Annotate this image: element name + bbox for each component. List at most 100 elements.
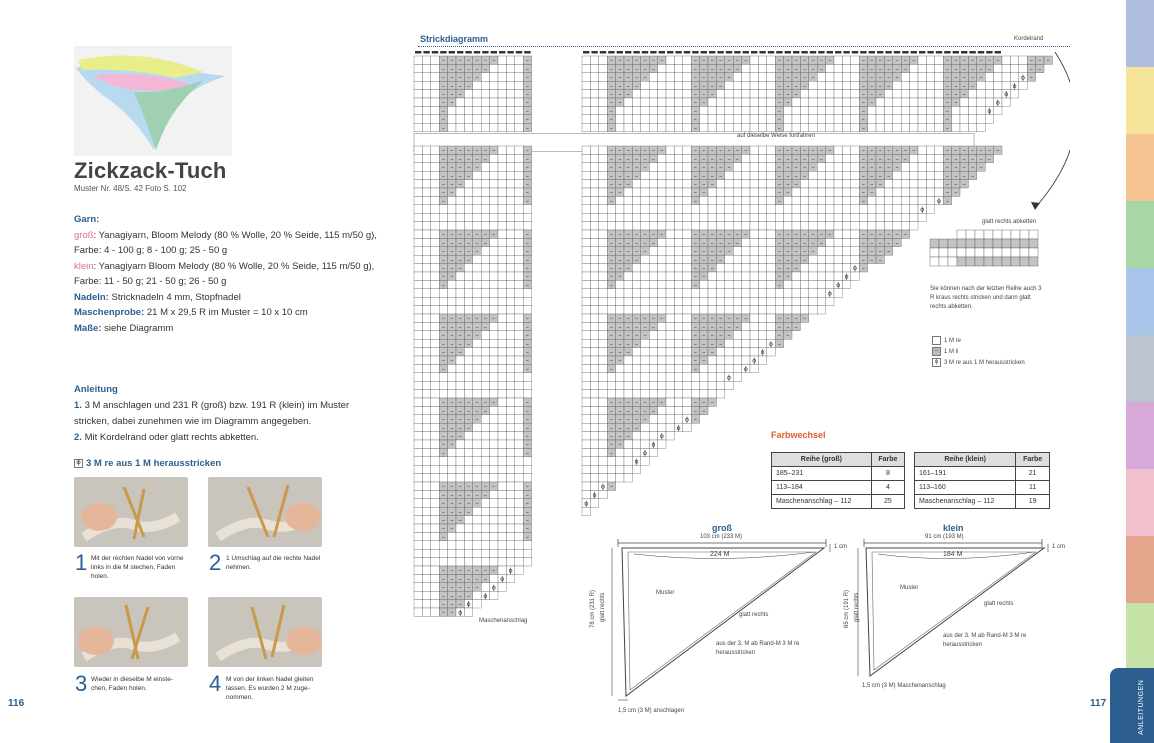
chart-cell — [993, 145, 1003, 155]
chart-symbol: – — [694, 349, 697, 356]
chart-cell — [413, 565, 423, 575]
chart-cell — [909, 114, 919, 124]
chart-cell — [758, 179, 767, 189]
chart-cell — [649, 347, 658, 357]
chart-cell — [682, 213, 692, 222]
chart-cell — [775, 339, 784, 348]
chart-cell — [800, 97, 809, 107]
chart-cell — [665, 364, 675, 373]
chart-symbol: – — [635, 66, 638, 73]
chart-symbol: – — [627, 316, 630, 323]
side-tab[interactable] — [1126, 603, 1154, 670]
chart-symbol: – — [526, 240, 529, 247]
chart-symbol: – — [476, 500, 479, 507]
chart-cell — [917, 187, 927, 197]
chart-cell — [497, 397, 507, 407]
chart-symbol: – — [459, 500, 462, 507]
chart-symbol: – — [711, 83, 714, 90]
chart-cell — [481, 473, 490, 483]
chart-cell — [741, 322, 751, 331]
chart-cell — [472, 114, 482, 124]
chart-cell — [523, 204, 532, 214]
chart-cell — [581, 72, 591, 82]
gross-label: groß — [74, 229, 94, 241]
side-tab[interactable] — [1126, 335, 1154, 402]
chart-symbol: – — [526, 58, 529, 65]
chart-cell — [430, 448, 440, 457]
chart-cell — [497, 498, 507, 508]
chart-symbol: – — [728, 324, 731, 331]
chart-cell — [859, 213, 868, 222]
chart-cell — [581, 364, 591, 373]
chart-symbol: – — [484, 232, 487, 239]
chart-cell — [590, 145, 599, 155]
bindoff-cell — [974, 247, 985, 258]
side-tab[interactable] — [1126, 201, 1154, 268]
chart-cell — [506, 414, 515, 424]
chart-symbol: – — [442, 66, 445, 73]
chart-cell — [497, 448, 507, 457]
chart-cell — [758, 114, 767, 124]
chart-cell — [665, 263, 675, 273]
chart-cell — [632, 204, 641, 214]
chart-symbol: – — [618, 240, 621, 247]
side-tab[interactable] — [1126, 402, 1154, 469]
chart-cell — [413, 574, 423, 583]
kordelrand-mark — [826, 51, 833, 54]
chart-cell — [741, 89, 751, 99]
kordelrand-mark — [457, 51, 464, 54]
side-tab[interactable] — [1126, 536, 1154, 603]
chart-cell — [590, 162, 599, 172]
side-tab[interactable] — [1126, 134, 1154, 201]
chart-cell — [758, 255, 767, 264]
chart-cell — [926, 81, 935, 90]
chart-cell — [640, 456, 650, 466]
knitting-chart: ––––––––––––––––––––––––––––––––––––––––… — [413, 51, 1070, 617]
chart-cell — [825, 255, 835, 264]
chart-cell — [598, 81, 608, 90]
kordelrand-mark — [658, 51, 665, 54]
gross-top-stitches: 224 M — [710, 551, 730, 558]
chart-cell — [497, 355, 507, 365]
chart-cell — [665, 381, 675, 390]
chart-symbol: – — [459, 58, 462, 65]
chart-cell — [497, 179, 507, 189]
side-tab[interactable] — [1126, 268, 1154, 335]
chart-cell — [430, 213, 440, 222]
chart-cell — [472, 339, 482, 348]
chart-cell — [489, 221, 499, 231]
knit-symbol-icon — [932, 336, 941, 345]
chart-symbol: – — [795, 91, 798, 98]
chart-cell — [649, 423, 658, 432]
chart-cell — [413, 532, 423, 541]
side-tab[interactable] — [1126, 0, 1154, 67]
side-tab[interactable] — [1126, 469, 1154, 536]
chart-cell — [615, 381, 625, 390]
chart-symbol: – — [526, 324, 529, 331]
chart-cell — [682, 322, 692, 331]
side-tab[interactable] — [1126, 67, 1154, 134]
kordelrand-mark — [591, 51, 598, 54]
chart-cell — [875, 106, 885, 115]
chart-symbol: – — [610, 156, 613, 163]
chart-symbol: – — [795, 148, 798, 155]
chart-cell — [665, 97, 675, 107]
chart-cell — [413, 229, 423, 239]
chart-cell — [447, 297, 457, 306]
chart-cell — [422, 106, 431, 115]
chart-symbol: – — [644, 156, 647, 163]
chart-cell — [481, 523, 490, 533]
chart-cell — [514, 238, 524, 247]
chart-symbol: – — [803, 316, 806, 323]
schematic-gross-title: groß — [712, 523, 732, 533]
chart-symbol: – — [450, 173, 453, 180]
chart-cell — [598, 288, 608, 298]
chart-cell — [506, 114, 515, 124]
chart-cell — [833, 238, 843, 247]
chart-cell — [489, 347, 499, 357]
side-tab-active[interactable] — [1110, 668, 1154, 743]
kordelrand-mark — [507, 51, 514, 54]
chart-cell — [665, 389, 675, 399]
chart-symbol: – — [484, 316, 487, 323]
chart-cell — [514, 465, 524, 474]
